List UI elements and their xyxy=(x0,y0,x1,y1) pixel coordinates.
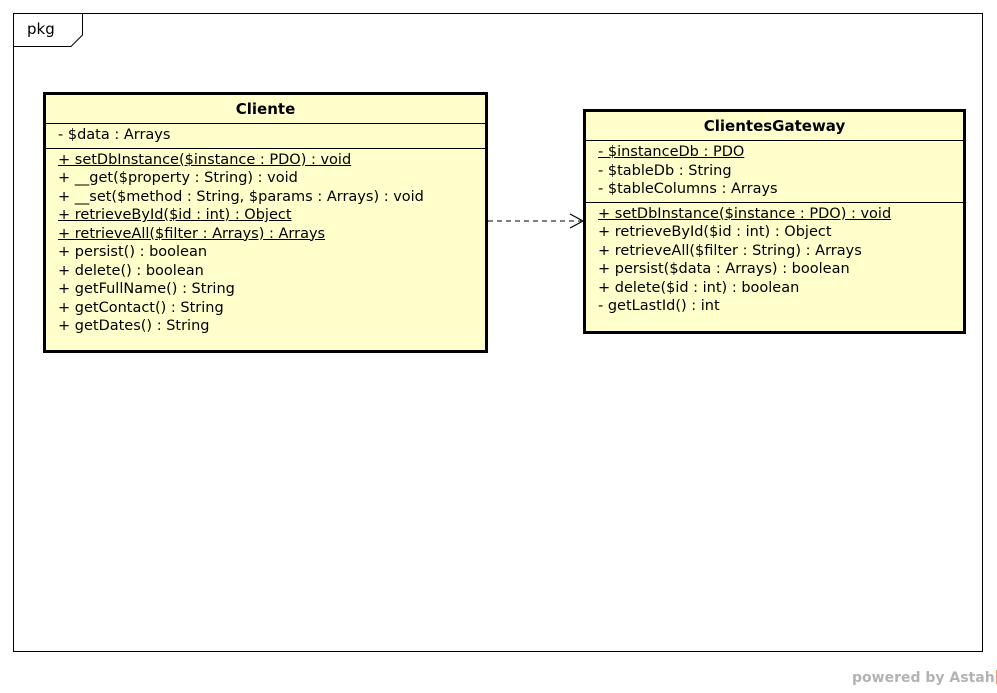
operation: + __set($method : String, $params : Arra… xyxy=(58,188,424,205)
operation: + getContact() : String xyxy=(58,299,224,316)
operation: + persist($data : Arrays) : boolean xyxy=(598,261,850,277)
class-cliente[interactable]: Cliente - $data : Arrays + setDbInstance… xyxy=(43,92,488,353)
operation: + setDbInstance($instance : PDO) : void xyxy=(58,151,352,168)
class-name: ClientesGateway xyxy=(586,112,963,141)
attribute: - $instanceDb : PDO xyxy=(598,144,745,160)
attribute: - $data : Arrays xyxy=(58,127,171,143)
footer-text: powered by Astah xyxy=(852,670,995,686)
operation: + delete() : boolean xyxy=(58,262,204,279)
operation: + setDbInstance($instance : PDO) : void xyxy=(598,205,892,222)
package-label: pkg xyxy=(27,20,55,38)
powered-by-footer: powered by Astah xyxy=(852,670,997,686)
attributes-compartment: - $data : Arrays xyxy=(46,124,485,149)
astah-logo-icon xyxy=(995,670,997,684)
operation: + getDates() : String xyxy=(58,318,210,334)
operation: + retrieveById($id : int) : Object xyxy=(598,224,832,240)
operation: + __get($property : String) : void xyxy=(58,170,298,186)
class-name: Cliente xyxy=(46,95,485,124)
operation: - getLastId() : int xyxy=(598,298,720,314)
attribute: - $tableColumns : Arrays xyxy=(598,181,778,197)
package-tab xyxy=(13,13,83,47)
operation: + persist() : boolean xyxy=(58,244,208,260)
class-clientes-gateway[interactable]: ClientesGateway - $instanceDb : PDO - $t… xyxy=(583,109,966,334)
operation: + retrieveAll($filter : String) : Arrays xyxy=(598,242,862,259)
operations-compartment: + setDbInstance($instance : PDO) : void … xyxy=(586,203,963,319)
operation: + getFullName() : String xyxy=(58,281,235,297)
package-frame xyxy=(13,13,983,652)
operation: + delete($id : int) : boolean xyxy=(598,279,800,296)
attribute: - $tableDb : String xyxy=(598,162,732,179)
operation: + retrieveById($id : int) : Object xyxy=(58,207,292,223)
attributes-compartment: - $instanceDb : PDO - $tableDb : String … xyxy=(586,141,963,203)
operation: + retrieveAll($filter : Arrays) : Arrays xyxy=(58,225,326,242)
operations-compartment: + setDbInstance($instance : PDO) : void … xyxy=(46,149,485,339)
